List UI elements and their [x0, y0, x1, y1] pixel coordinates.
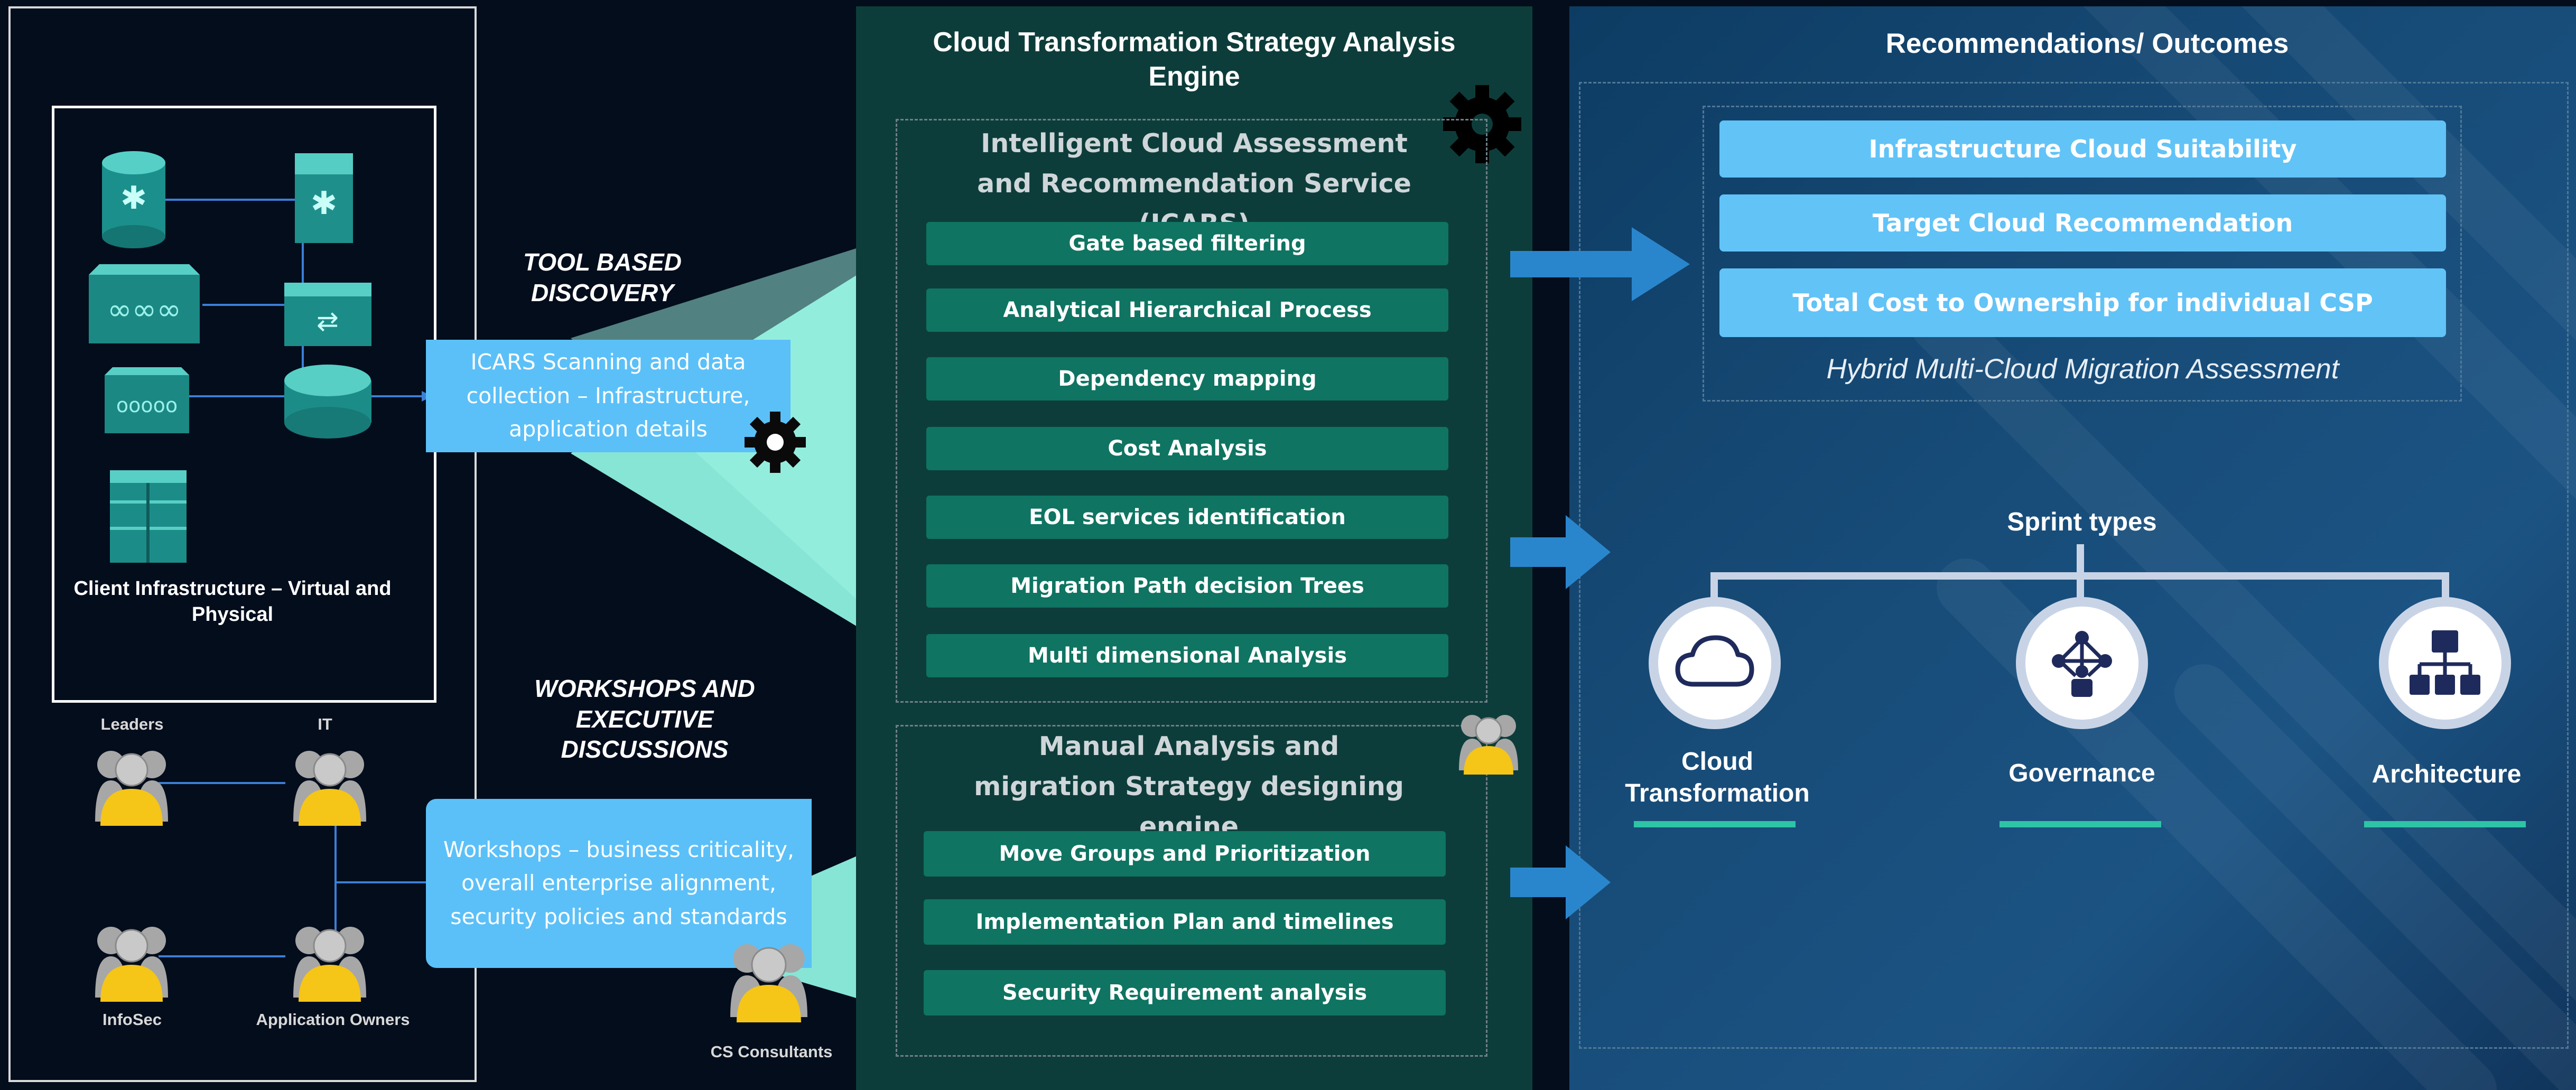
outcome-total-cost: Total Cost to Ownership for individual C… — [1719, 268, 2446, 337]
sprint-cloud-underline — [1634, 821, 1796, 827]
consultant-people-icon — [1459, 715, 1518, 775]
icars-scanning-callout: ICARS Scanning and data collection – Inf… — [426, 340, 791, 452]
cs-consultants-label: CS Consultants — [710, 1042, 833, 1061]
tool-based-discovery-heading: TOOL BASED DISCOVERY — [523, 248, 682, 306]
workshops-heading: WORKSHOPS AND EXECUTIVE DISCUSSIONS — [534, 675, 755, 763]
svg-text:✱: ✱ — [311, 185, 337, 222]
assessment-frame — [1703, 106, 2462, 402]
svg-text:ooooo: ooooo — [116, 394, 178, 417]
analysis-engine-title: Cloud Transformation Strategy Analysis E… — [933, 27, 1456, 92]
icars-item-eol-services: EOL services identification — [926, 496, 1448, 539]
assessment-caption: Hybrid Multi-Cloud Migration Assessment — [1826, 353, 2339, 385]
it-people-icon — [293, 751, 366, 826]
manual-item-move-groups: Move Groups and Prioritization — [924, 831, 1446, 877]
icars-item-dependency-mapping: Dependency mapping — [926, 357, 1448, 400]
database-server-icon: ✱ — [102, 151, 165, 248]
svg-text:∞∞∞: ∞∞∞ — [107, 293, 181, 327]
manual-analysis-title: Manual Analysis and migration Strategy d… — [974, 731, 1404, 842]
icars-item-migration-path: Migration Path decision Trees — [926, 564, 1448, 608]
network-switch-icon: ooooo — [105, 367, 189, 433]
icars-item-gate-based-filtering: Gate based filtering — [926, 222, 1448, 265]
sprint-architecture-label: Architecture — [2372, 760, 2522, 788]
sprint-governance-circle — [2016, 597, 2148, 729]
sprint-architecture-circle — [2379, 597, 2511, 729]
recommendations-panel — [1569, 6, 2576, 1090]
cloud-icon — [1675, 635, 1754, 687]
outcome-target-cloud: Target Cloud Recommendation — [1719, 194, 2446, 251]
manual-item-implementation-plan: Implementation Plan and timelines — [924, 899, 1446, 945]
recommendations-title: Recommendations/ Outcomes — [1885, 28, 2289, 59]
manual-analysis-group — [896, 725, 1487, 1057]
manual-item-security-requirement: Security Requirement analysis — [924, 970, 1446, 1016]
infosec-label: InfoSec — [103, 1010, 162, 1029]
it-label: IT — [318, 715, 332, 733]
arrow-to-outcomes — [1510, 227, 1690, 301]
server-rack-icon — [110, 470, 187, 563]
governance-network-icon — [2052, 631, 2112, 697]
svg-text:⇄: ⇄ — [317, 306, 339, 337]
svg-text:✱: ✱ — [120, 180, 147, 217]
sprint-cloud-transformation-label: Cloud Transformation — [1625, 748, 1810, 807]
sprint-cloud-circle — [1649, 597, 1781, 729]
router-icon — [284, 365, 371, 439]
discovery-frame — [8, 6, 477, 1082]
icars-item-cost-analysis: Cost Analysis — [926, 427, 1448, 470]
arrow-to-sprints — [1510, 515, 1611, 589]
application-owners-people-icon — [293, 927, 366, 1002]
leaders-label: Leaders — [100, 715, 164, 733]
sprint-governance-underline — [2000, 821, 2161, 827]
arrow-from-manual — [1510, 845, 1611, 919]
leaders-people-icon — [95, 751, 168, 826]
cs-consultants-people-icon — [730, 944, 807, 1022]
gear-icon — [745, 412, 806, 473]
hierarchy-icon — [2410, 630, 2480, 695]
sprint-governance-label: Governance — [2008, 759, 2155, 787]
icars-group — [896, 119, 1487, 703]
application-owners-label: Application Owners — [256, 1010, 410, 1029]
sprint-types-title: Sprint types — [2007, 508, 2157, 536]
infrastructure-diagram: ✱ ✱ ∞∞∞ ⇄ ooooo — [89, 151, 432, 563]
switch-tower-icon: ✱ — [295, 153, 353, 243]
infosec-people-icon — [95, 927, 168, 1002]
sprint-architecture-underline — [2364, 821, 2526, 827]
outcome-infrastructure-suitability: Infrastructure Cloud Suitability — [1719, 120, 2446, 178]
workshops-callout: Workshops – business criticality, overal… — [426, 799, 812, 968]
icars-item-analytical-hierarchical-process: Analytical Hierarchical Process — [926, 288, 1448, 332]
client-infrastructure-label: Client Infrastructure – Virtual and Phys… — [73, 577, 392, 626]
router-box-icon: ⇄ — [284, 283, 371, 346]
appliance-icon: ∞∞∞ — [89, 264, 200, 343]
stakeholder-network — [159, 782, 436, 957]
icars-item-multi-dimensional: Multi dimensional Analysis — [926, 634, 1448, 677]
